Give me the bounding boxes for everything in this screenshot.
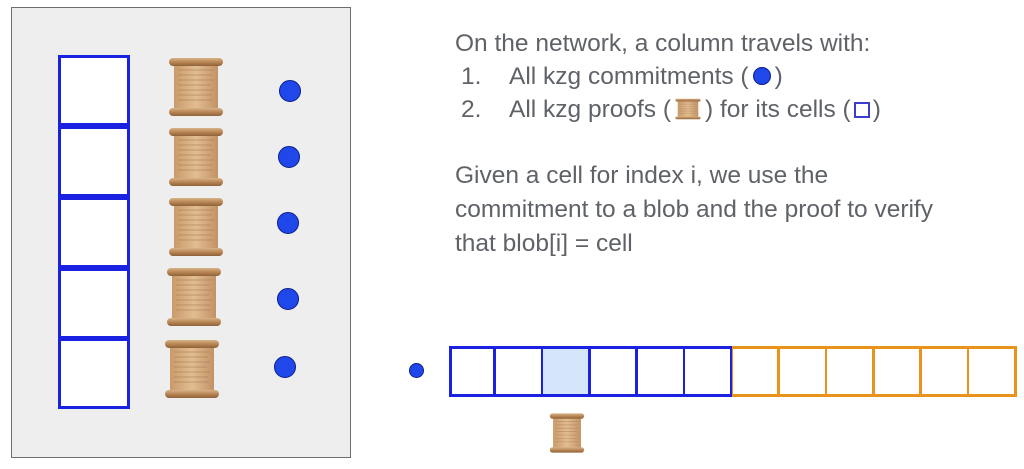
column-cell [58, 126, 130, 197]
blob-cell-highlighted [542, 346, 591, 397]
blue-dot-icon [752, 67, 771, 85]
blob-cell [968, 346, 1017, 397]
explanation-line-1: Given a cell for index i, we use the [455, 162, 829, 189]
list-text-mid: ) for its cells ( [705, 96, 851, 123]
blue-dot-icon [278, 146, 300, 168]
list-number: 2. [461, 96, 482, 123]
list-text-end: ) [774, 63, 783, 90]
scroll-icon [166, 196, 226, 258]
scroll-icon [164, 266, 224, 328]
scroll-icon [166, 56, 226, 118]
blob-cell [449, 346, 497, 397]
list-item-proofs: 2. All kzg proofs ( ) for its cells () [455, 93, 881, 127]
cell-square-icon [853, 102, 870, 118]
scroll-icon [674, 98, 702, 120]
list-text-end: ) [872, 96, 881, 123]
blob-cell [684, 346, 733, 397]
blob-cell [589, 346, 639, 397]
blob-cell [826, 346, 875, 397]
explanation-line-2: commitment to a blob and the proof to ve… [455, 196, 933, 223]
blob-cell [731, 346, 781, 397]
blob-cell [778, 346, 828, 397]
scroll-icon [548, 412, 586, 454]
blue-dot-icon [277, 212, 299, 234]
blue-dot-icon [279, 80, 301, 102]
blob-cell [873, 346, 923, 397]
blue-dot-icon [409, 363, 424, 378]
column-cell [58, 55, 130, 126]
blue-dot-icon [277, 288, 299, 310]
list-number: 1. [461, 63, 482, 90]
blob-cell [636, 346, 686, 397]
scroll-icon [166, 126, 226, 188]
list-text: All kzg commitments ( [509, 63, 749, 90]
blue-dot-icon [274, 356, 296, 378]
column-cell [58, 338, 130, 409]
column-cell [58, 197, 130, 268]
list-item-commitments: 1. All kzg commitments () [455, 60, 783, 94]
intro-line: On the network, a column travels with: [455, 30, 871, 57]
blob-cell [494, 346, 544, 397]
list-text: All kzg proofs ( [509, 96, 672, 123]
blob-cell [920, 346, 970, 397]
explanation-line-3: that blob[i] = cell [455, 230, 633, 257]
column-cell [58, 268, 130, 339]
scroll-icon [162, 338, 222, 400]
